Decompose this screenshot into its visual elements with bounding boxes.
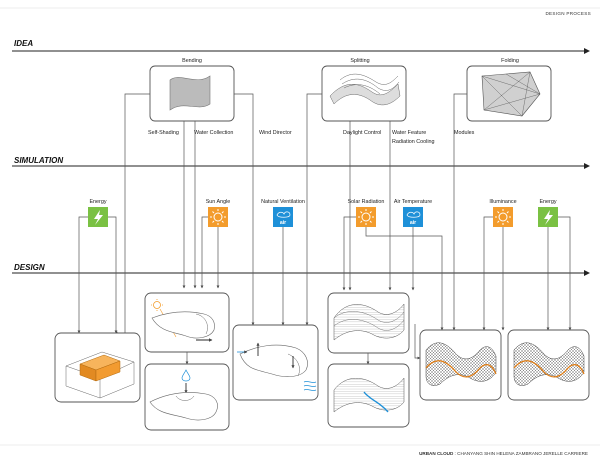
function-label-radiation-cooling: Radiation Cooling	[392, 139, 435, 145]
modules-mesh-2	[513, 342, 585, 386]
folding-surface-icon	[481, 71, 541, 117]
svg-text:air: air	[410, 220, 416, 226]
sim-label-illuminance: Illuminance	[489, 199, 516, 205]
sun-icon	[356, 207, 376, 227]
massing-block-icon	[65, 351, 135, 399]
energy-icon	[538, 207, 558, 227]
concept-label-splitting: Splitting	[350, 58, 369, 64]
modules-mesh-1	[425, 342, 497, 386]
air-icon: air	[403, 207, 423, 227]
water-feature-diagram	[333, 377, 405, 413]
wind-director-diagram	[237, 342, 317, 391]
daylight-control-diagram	[333, 303, 405, 341]
function-label-wind-director: Wind Director	[259, 130, 292, 136]
energy-icon	[88, 207, 108, 227]
sim-label-sun-angle: Sun Angle	[206, 199, 231, 205]
sim-label-energy-1: Energy	[89, 199, 106, 205]
function-label-water-feature: Water Feature	[392, 130, 426, 136]
svg-text:air: air	[280, 220, 286, 226]
splitting-surface-icon	[329, 73, 401, 106]
function-label-water-collection: Water Collection	[194, 130, 233, 136]
sim-label-energy-2: Energy	[539, 199, 556, 205]
sun-icon	[493, 207, 513, 227]
bending-surface-icon	[169, 75, 211, 111]
row-label-idea: IDEA	[14, 39, 33, 48]
function-label-modules: Modules	[454, 130, 475, 136]
sim-label-natural-ventilation: Natural Ventilation	[261, 199, 305, 205]
page-title: DESIGN PROCESS	[545, 11, 591, 16]
row-label-simulation: SIMULATION	[14, 156, 63, 165]
sun-icon	[208, 207, 228, 227]
row-label-design: DESIGN	[14, 263, 45, 272]
sim-label-solar-radiation: Solar Radiation	[348, 199, 385, 205]
air-icon: air	[273, 207, 293, 227]
sim-label-air-temperature: Air Temperature	[394, 199, 432, 205]
water-collection-diagram	[149, 369, 218, 421]
concept-label-bending: Bending	[182, 58, 202, 64]
function-label-daylight-control: Daylight Control	[343, 130, 381, 136]
footer-credits: URBAN CLOUD : CHANYANG SHIN HELENA ZAMBR…	[419, 451, 588, 456]
concept-label-folding: Folding	[501, 58, 519, 64]
function-label-self-shading: Self-Shading	[148, 130, 179, 136]
self-shading-diagram	[151, 299, 215, 342]
